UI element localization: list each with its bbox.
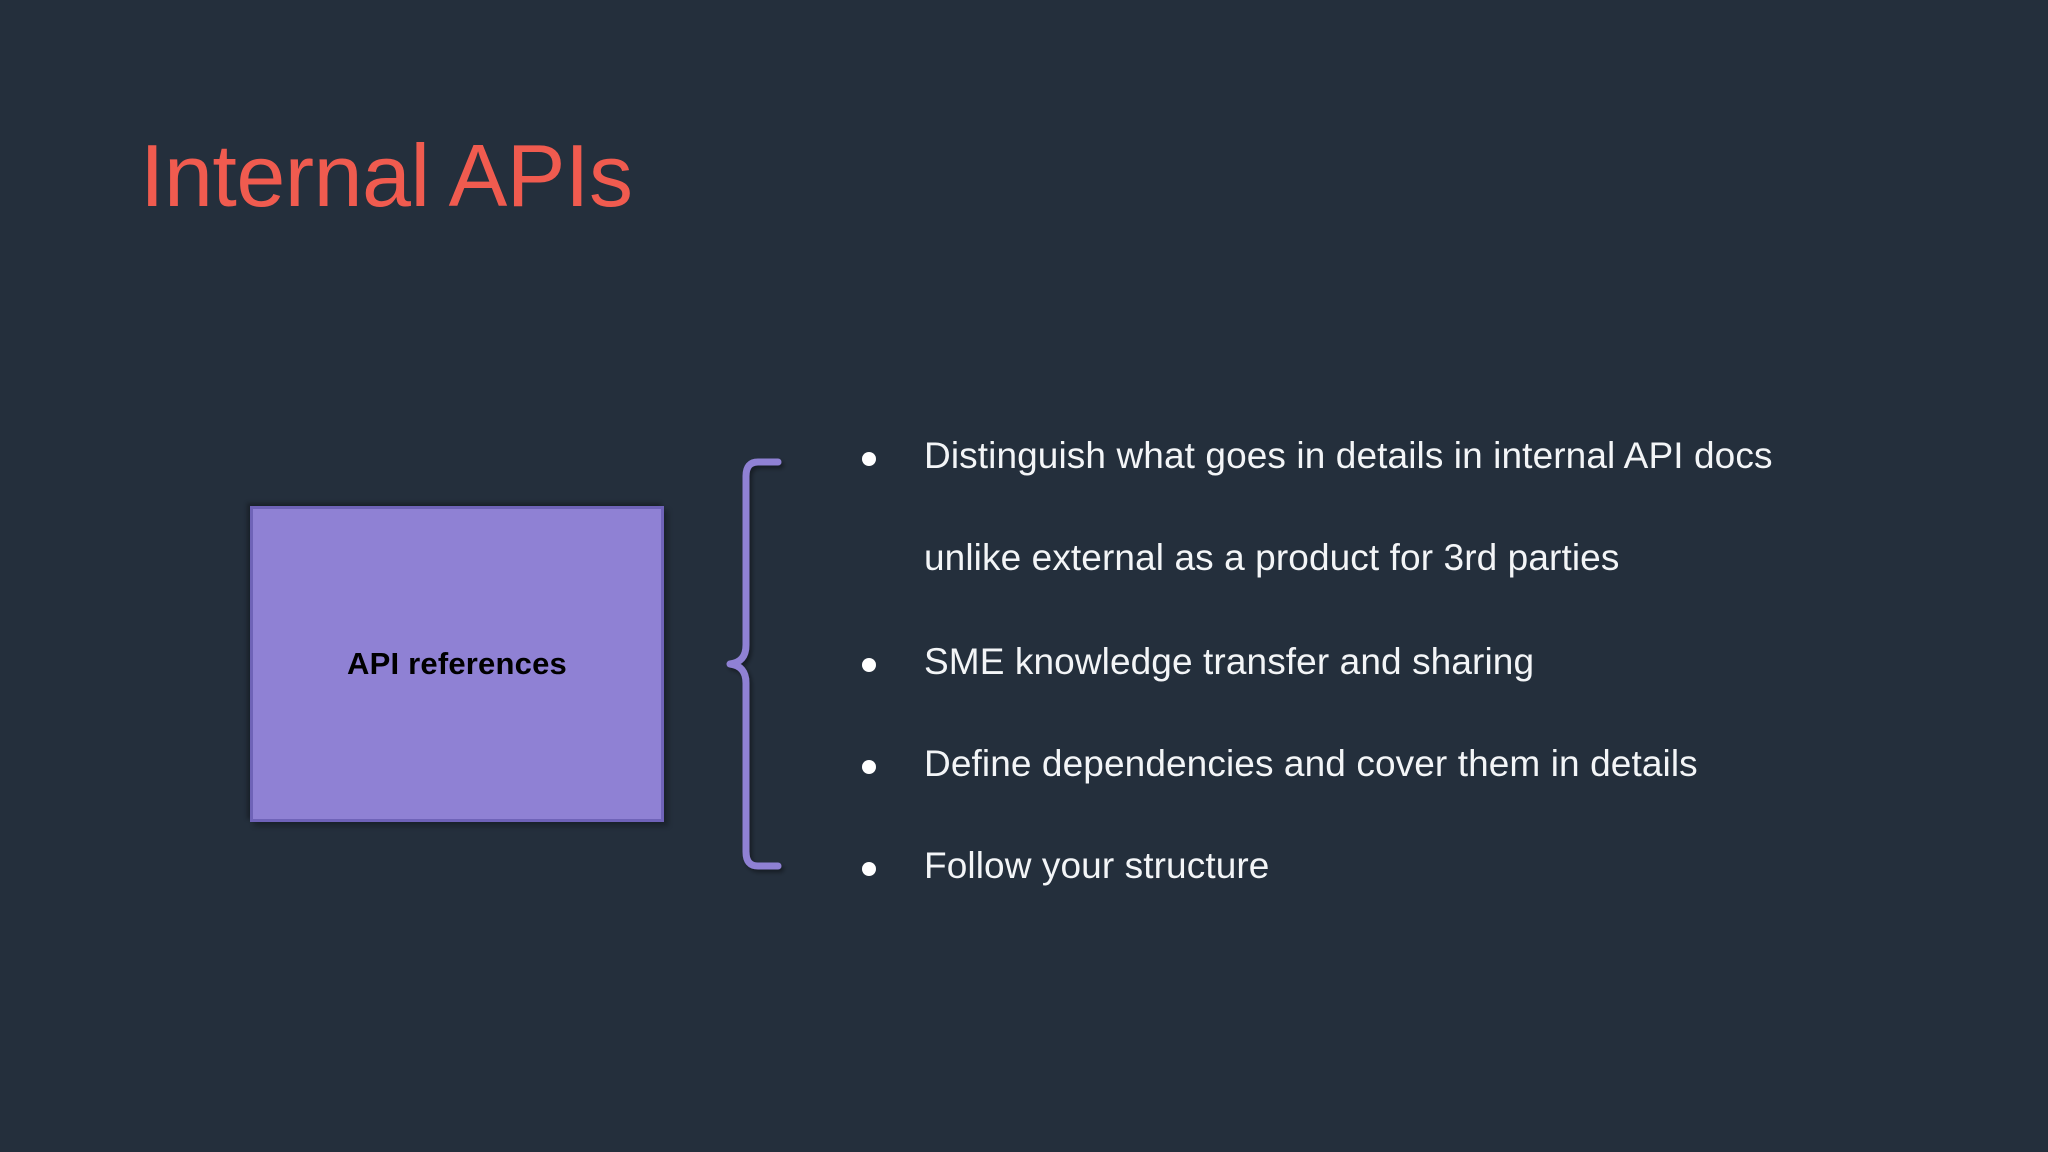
list-item-label: Define dependencies and cover them in de… (924, 743, 1698, 784)
list-item: Follow your structure (862, 842, 1982, 944)
concept-box: API references (250, 506, 664, 822)
bullet-point-icon (862, 760, 876, 774)
list-item-label: unlike external as a product for 3rd par… (924, 537, 1620, 578)
bullet-point-icon (862, 658, 876, 672)
bullet-point-icon (862, 452, 876, 466)
list-item: unlike external as a product for 3rd par… (862, 534, 1982, 638)
list-item: SME knowledge transfer and sharing (862, 638, 1982, 740)
bullet-point-icon (862, 862, 876, 876)
list-item-label: Follow your structure (924, 845, 1270, 886)
list-item-label: Distinguish what goes in details in inte… (924, 435, 1773, 476)
list-item: Distinguish what goes in details in inte… (862, 432, 1982, 534)
bullet-point-icon (862, 554, 876, 568)
page-title: Internal APIs (140, 126, 633, 225)
list-item: Define dependencies and cover them in de… (862, 740, 1982, 842)
concept-box-label: API references (347, 646, 567, 681)
curly-brace-connector-icon (726, 458, 782, 870)
bullet-list: Distinguish what goes in details in inte… (862, 432, 1982, 944)
list-item-label: SME knowledge transfer and sharing (924, 641, 1535, 682)
